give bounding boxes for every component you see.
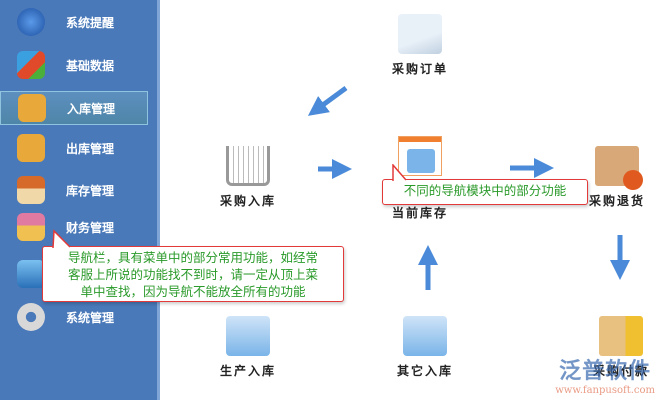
node-current-stock[interactable]: 当前库存 (375, 136, 465, 221)
sidebar: 系统提醒 基础数据 入库管理 出库管理 库存管理 财务管理 系统管理 (0, 0, 160, 400)
other-inbound-icon (403, 316, 447, 356)
current-stock-icon (398, 136, 442, 176)
inbound-box-icon (18, 94, 46, 122)
payment-icon (599, 316, 643, 356)
sidebar-item-finance[interactable]: 财务管理 (0, 210, 148, 244)
tooltip-line: 导航栏，具有菜单中的部分常用功能，如经常 (67, 250, 318, 265)
outbound-box-icon (17, 134, 45, 162)
watermark: 泛普软件 www.fanpusoft.com (555, 353, 655, 396)
sidebar-item-system-alerts[interactable]: 系统提醒 (0, 5, 148, 39)
node-purchase-payment[interactable]: 采购付款 (576, 316, 665, 379)
tooltip-line: 单中查找，因为导航不能放全所有的功能 (80, 284, 306, 299)
tooltip-text: 不同的导航模块中的部分功能 (403, 183, 567, 198)
node-purchase-return[interactable]: 采购退货 (572, 146, 662, 209)
sidebar-item-inventory[interactable]: 库存管理 (0, 173, 148, 207)
arrow-order-to-inbound (307, 85, 348, 116)
sidebar-item-system-settings[interactable]: 系统管理 (0, 300, 148, 334)
finance-icon (17, 213, 45, 241)
cancel-badge-icon (623, 170, 643, 190)
node-other-inbound[interactable]: 其它入库 (380, 316, 470, 379)
shopping-cart-icon (226, 146, 270, 186)
sidebar-item-reports[interactable] (0, 257, 148, 291)
watermark-brand: 泛普软件 (559, 359, 652, 384)
node-purchase-order[interactable]: 采购订单 (375, 14, 465, 77)
blocks-icon (17, 51, 45, 79)
chart-icon (17, 260, 45, 288)
node-current-stock-label: 当前库存 (391, 206, 448, 220)
return-box-icon (595, 146, 643, 190)
nav-tooltip: 导航栏，具有菜单中的部分常用功能，如经常 客服上所说的功能找不到时，请一定从顶上… (42, 246, 344, 302)
production-inbound-icon (226, 316, 270, 356)
module-tooltip: 不同的导航模块中的部分功能 (382, 179, 588, 205)
node-production-inbound[interactable]: 生产入库 (203, 316, 293, 379)
gears-icon (17, 303, 45, 331)
warehouse-house-icon (17, 176, 45, 204)
sidebar-item-outbound[interactable]: 出库管理 (0, 131, 148, 165)
purchase-order-icon (398, 14, 442, 54)
sidebar-item-inbound[interactable]: 入库管理 (0, 91, 148, 125)
node-purchase-inbound[interactable]: 采购入库 (203, 146, 293, 209)
watermark-url: www.fanpusoft.com (555, 385, 655, 396)
sidebar-item-basic-data[interactable]: 基础数据 (0, 48, 148, 82)
module-tooltip-tail (392, 164, 407, 181)
tooltip-line: 客服上所说的功能找不到时，请一定从顶上菜 (67, 267, 318, 282)
nav-tooltip-tail (52, 229, 71, 248)
info-icon (17, 8, 45, 36)
